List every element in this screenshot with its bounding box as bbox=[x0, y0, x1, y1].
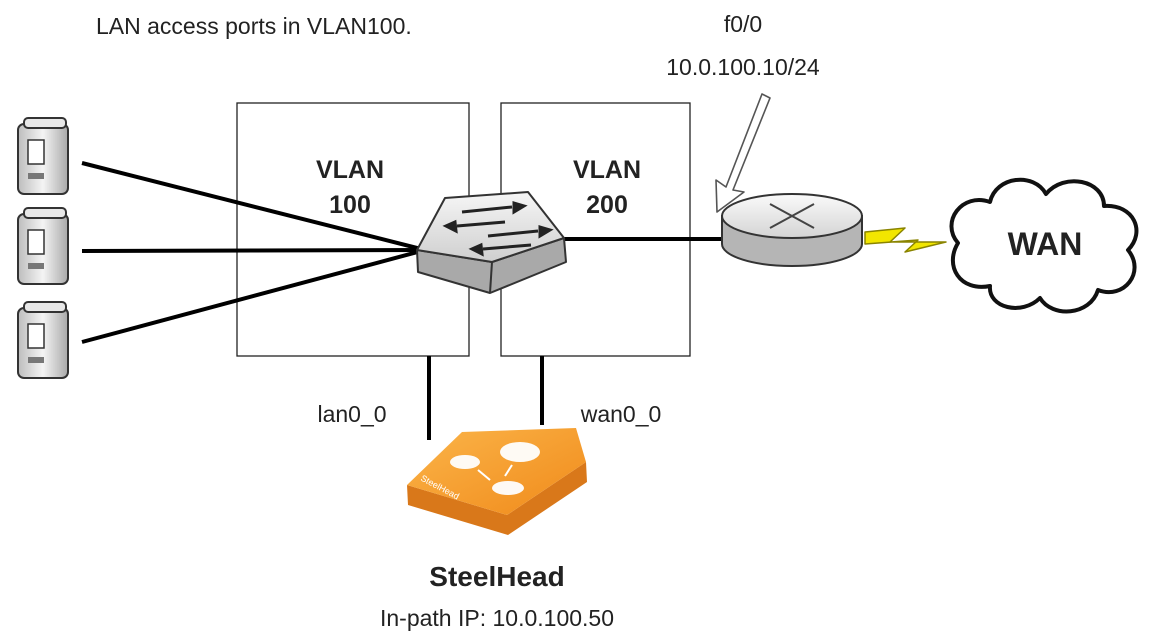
steelhead-inpath-ip: In-path IP: 10.0.100.50 bbox=[380, 605, 614, 631]
connections bbox=[81, 161, 722, 440]
vlan100-label-line2: 100 bbox=[329, 191, 371, 219]
vlan200-label-line1: VLAN bbox=[573, 156, 641, 184]
vlan100-label-line1: VLAN bbox=[316, 156, 384, 184]
server1-link bbox=[81, 161, 426, 252]
vlan200-label-line2: 200 bbox=[586, 191, 628, 219]
router-interface-label: f0/0 bbox=[724, 11, 762, 37]
wan-port-label: wan0_0 bbox=[580, 401, 662, 427]
arrow-icon bbox=[715, 93, 771, 213]
router-icon bbox=[721, 193, 863, 267]
caption-text: LAN access ports in VLAN100. bbox=[96, 13, 412, 39]
lightning-icon bbox=[864, 227, 947, 253]
server2-link bbox=[81, 248, 426, 253]
wan-cloud-label: WAN bbox=[1008, 226, 1083, 262]
steelhead-appliance-icon: SteelHead bbox=[407, 428, 587, 535]
lan-port-label: lan0_0 bbox=[317, 401, 386, 427]
cloud-icon bbox=[949, 177, 1139, 314]
router-ip-label: 10.0.100.10/24 bbox=[666, 54, 820, 80]
switch-icon bbox=[416, 191, 567, 294]
server-icon bbox=[17, 117, 69, 195]
server-icon bbox=[17, 301, 69, 379]
steelhead-name: SteelHead bbox=[429, 561, 564, 592]
server3-link bbox=[81, 248, 426, 344]
server-icon bbox=[17, 207, 69, 285]
